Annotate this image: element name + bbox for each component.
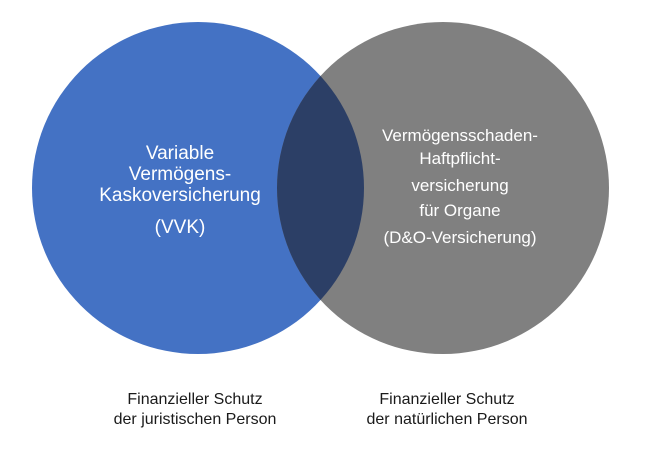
right-circle [277, 22, 609, 354]
caption-right-line-1: Finanzieller Schutz [379, 391, 515, 408]
right-circle-label: Vermögensschaden- Haftpflicht- versicher… [382, 126, 538, 247]
left-circle-line-2: Vermögens- [129, 164, 231, 185]
right-circle-line-2: Haftpflicht- [419, 149, 500, 168]
caption-left-line-2: der juristischen Person [113, 411, 277, 428]
caption-left: Finanzieller Schutz der juristischen Per… [85, 390, 305, 430]
left-circle [32, 22, 364, 354]
left-circle-line-1: Variable [146, 143, 214, 164]
left-circle-label: Variable Vermögens- Kaskoversicherung (V… [99, 143, 261, 238]
right-circle-line-5: (D&O-Versicherung) [383, 228, 536, 247]
left-circle-line-3: Kaskoversicherung [99, 185, 261, 206]
right-circle-line-1: Vermögensschaden- [382, 126, 538, 145]
right-circle-line-3: versicherung [411, 176, 508, 195]
caption-right: Finanzieller Schutz der natürlichen Pers… [337, 390, 557, 430]
left-circle-line-4: (VVK) [155, 217, 206, 238]
caption-right-line-2: der natürlichen Person [366, 411, 528, 428]
caption-left-line-1: Finanzieller Schutz [127, 391, 263, 408]
right-circle-line-4: für Organe [419, 201, 500, 220]
